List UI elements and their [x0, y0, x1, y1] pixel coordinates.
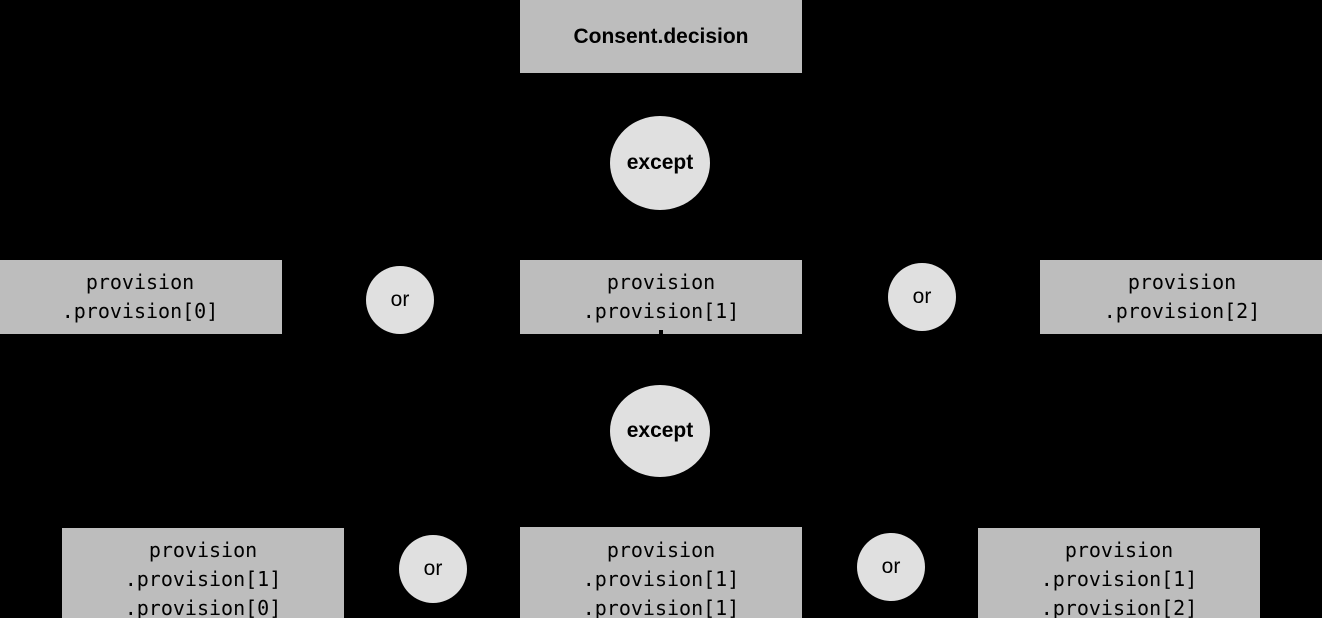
node-label: or — [423, 557, 443, 580]
node-operator-except-top[interactable]: except — [610, 116, 710, 210]
node-provision-1-0[interactable]: provision .provision[1] .provision[0] — [62, 528, 344, 618]
node-label-line: .provision[2] — [1040, 596, 1198, 618]
node-label: Consent.decision — [573, 24, 749, 48]
node-label-line: provision — [148, 538, 258, 562]
node-operator-except-bottom[interactable]: except — [610, 385, 710, 477]
node-provision-2[interactable]: provision .provision[2] — [1040, 260, 1322, 334]
node-label-line: .provision[1] — [582, 595, 740, 618]
node-label-line: .provision[0] — [124, 596, 282, 618]
node-label-line: .provision[1] — [124, 567, 282, 591]
node-label-line: provision — [1064, 538, 1174, 562]
node-label-line: .provision[1] — [582, 299, 740, 323]
node-label-line: provision — [606, 537, 716, 562]
node-provision-1-2[interactable]: provision .provision[1] .provision[2] — [978, 528, 1260, 618]
node-label: or — [390, 288, 410, 311]
node-operator-or-row1-left[interactable]: or — [366, 266, 434, 334]
node-label: except — [626, 151, 694, 174]
node-label-line: provision — [606, 270, 716, 294]
node-label: except — [626, 419, 694, 442]
node-operator-or-row1-right[interactable]: or — [888, 263, 956, 331]
node-label-line: .provision[1] — [1040, 567, 1198, 591]
node-provision-0[interactable]: provision .provision[0] — [0, 260, 282, 334]
node-label-line: provision — [1127, 270, 1237, 294]
node-label-line: .provision[1] — [582, 566, 740, 591]
node-operator-or-row2-left[interactable]: or — [399, 535, 467, 603]
node-provision-1[interactable]: provision .provision[1] — [520, 260, 802, 334]
node-provision-1-1[interactable]: provision .provision[1] .provision[1] — [520, 527, 802, 618]
node-consent-decision[interactable]: Consent.decision — [520, 0, 802, 73]
node-label-line: provision — [85, 270, 195, 294]
node-operator-or-row2-right[interactable]: or — [857, 533, 925, 601]
node-label: or — [881, 555, 901, 578]
connector-stub-below-provision-1 — [659, 330, 663, 334]
node-label-line: .provision[2] — [1103, 299, 1261, 323]
connector-stub-above-provision-1 — [659, 245, 663, 249]
node-label-line: .provision[0] — [61, 299, 219, 323]
node-label: or — [912, 285, 932, 308]
